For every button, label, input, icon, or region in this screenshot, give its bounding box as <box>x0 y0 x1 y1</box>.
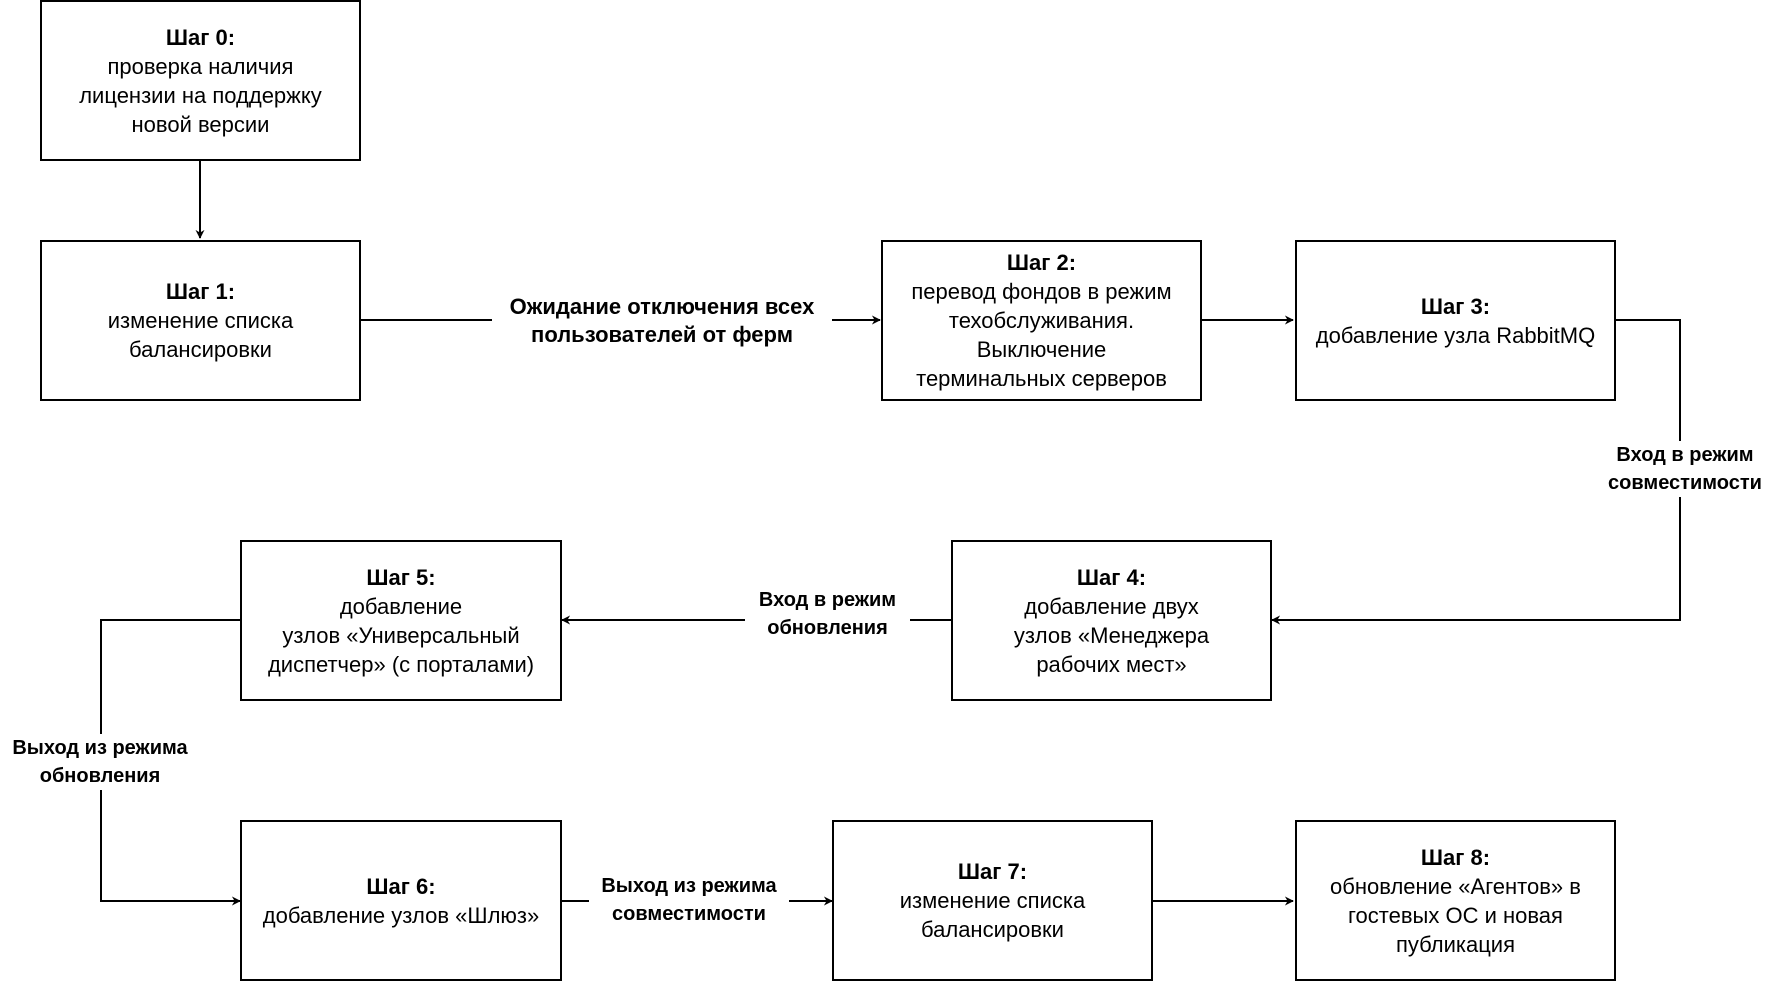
step-2-box: Шаг 2: перевод фондов в режим техобслужи… <box>881 240 1202 401</box>
step-0-title: Шаг 0: <box>165 24 236 50</box>
step-1-text: изменение списка балансировки <box>107 308 294 362</box>
step-7-title: Шаг 7: <box>957 859 1028 884</box>
step-7-text: изменение списка балансировки <box>899 888 1086 942</box>
step-0-box: Шаг 0: проверка наличия лицензии на подд… <box>40 0 361 161</box>
edge-label-exit-update: Выход из режима обновления <box>0 734 200 790</box>
step-1-box: Шаг 1: изменение списка балансировки <box>40 240 361 401</box>
edge-label-exit-compat: Выход из режима совместимости <box>589 872 789 928</box>
step-5-box: Шаг 5: добавление узлов «Универсальный д… <box>240 540 562 701</box>
step-3-title: Шаг 3: <box>1420 293 1491 319</box>
step-2-title: Шаг 2: <box>1006 250 1077 275</box>
edge-label-enter-update: Вход в режим обновления <box>745 586 910 642</box>
step-1-title: Шаг 1: <box>165 279 236 304</box>
edge-label-enter-compat: Вход в режим совместимости <box>1600 441 1770 497</box>
step-6-box: Шаг 6: добавление узлов «Шлюз» <box>240 820 562 981</box>
step-4-text: добавление двух узлов «Менеджера рабочих… <box>1013 593 1210 677</box>
step-7-box: Шаг 7: изменение списка балансировки <box>832 820 1153 981</box>
step-6-title: Шаг 6: <box>366 873 436 899</box>
step-4-title: Шаг 4: <box>1076 564 1147 590</box>
step-0-text: проверка наличия лицензии на поддержку н… <box>79 53 322 137</box>
step-8-title: Шаг 8: <box>1420 844 1491 870</box>
step-3-text: добавление узла RabbitMQ <box>1315 322 1596 348</box>
step-4-box: Шаг 4: добавление двух узлов «Менеджера … <box>951 540 1272 701</box>
edge-label-wait-users: Ожидание отключения всех пользователей о… <box>492 293 832 349</box>
step-3-box: Шаг 3: добавление узла RabbitMQ <box>1295 240 1616 401</box>
step-6-text: добавление узлов «Шлюз» <box>262 902 540 928</box>
step-5-title: Шаг 5: <box>366 564 436 590</box>
step-2-text: перевод фондов в режим техобслуживания. … <box>911 279 1172 391</box>
step-8-box: Шаг 8: обновление «Агентов» в гостевых О… <box>1295 820 1616 981</box>
step-5-text: добавление узлов «Универсальный диспетче… <box>267 593 535 677</box>
step-8-text: обновление «Агентов» в гостевых ОС и нов… <box>1330 873 1581 957</box>
